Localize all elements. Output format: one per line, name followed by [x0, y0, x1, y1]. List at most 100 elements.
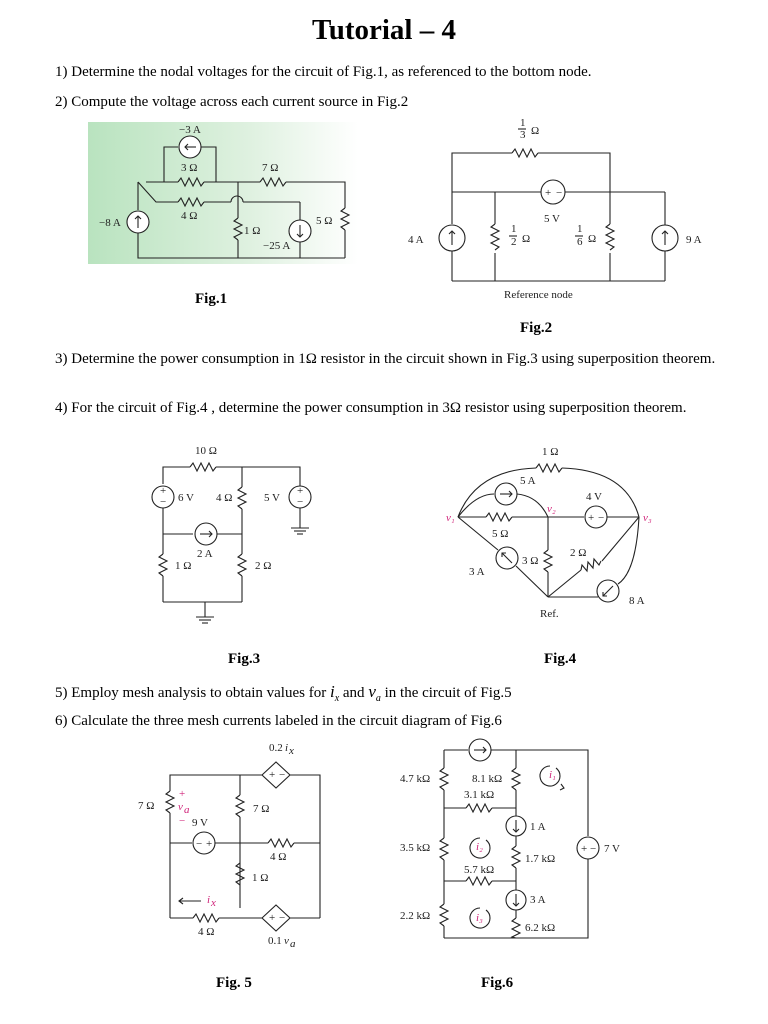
caption-fig-3: Fig.3	[228, 651, 261, 667]
label-5ohm: 5 Ω	[492, 528, 508, 540]
label-6-2kohm: 6.2 kΩ	[525, 922, 555, 934]
resistor-4ohm	[177, 196, 205, 208]
caption-fig-5: Fig. 5	[216, 975, 252, 991]
label-dep-bot-coef: 0.1	[268, 935, 282, 947]
figure-6-circuit: 4.7 kΩ 8.1 kΩ 3.1 kΩ 1 A i₁ 3.5 kΩ 1.7 k…	[396, 738, 636, 953]
label-dep-bot-sub: a	[290, 938, 296, 950]
resistor-5ohm	[339, 207, 351, 231]
figure-1-background	[88, 122, 358, 264]
svg-text:−: −	[297, 496, 303, 508]
svg-text:+: +	[588, 512, 594, 524]
question-1: 1) Determine the nodal voltages for the …	[55, 64, 592, 80]
label-dep-top-sub: x	[288, 745, 294, 757]
label-8-1kohm: 8.1 kΩ	[472, 773, 502, 785]
label-i2: i₂	[476, 841, 483, 853]
resistor-1ohm	[157, 553, 169, 577]
label-dep-bot-var: v	[284, 935, 289, 947]
figure-4-circuit: 1 Ω 5 A 5 Ω v₁ v₂ v₃ +− 4 V 3 A 3 Ω 2 Ω …	[436, 442, 661, 627]
figure-5-circuit: 0.2 i x +− 7 Ω + v a − 7 Ω −+ 9 V 4 Ω 1 …	[130, 738, 330, 953]
svg-text:+: +	[160, 485, 166, 497]
label-9A: 9 A	[686, 234, 702, 246]
label-7ohm-left: 7 Ω	[138, 800, 154, 812]
label-1-7kohm: 1.7 kΩ	[525, 853, 555, 865]
label-3-1kohm: 3.1 kΩ	[464, 789, 494, 801]
resistor-6-2kohm	[510, 917, 522, 939]
label-4V: 4 V	[586, 491, 602, 503]
svg-text:−: −	[590, 843, 596, 855]
label-va-sub: a	[184, 804, 190, 816]
label-va-plus: +	[179, 788, 185, 800]
resistor-7ohm	[259, 176, 287, 188]
label-reference-node: Reference node	[504, 289, 573, 301]
label-1ohm: 1 Ω	[252, 872, 268, 884]
label-1ohm: 1 Ω	[542, 446, 558, 458]
svg-text:+: +	[545, 187, 551, 199]
q5-var-va-sub: a	[375, 693, 381, 704]
resistor-half-ohm	[489, 223, 501, 251]
resistor-1-7kohm	[510, 845, 522, 869]
resistor-5ohm	[485, 511, 513, 523]
label-va: v	[178, 801, 183, 813]
svg-text:−: −	[279, 769, 285, 781]
resistor-4ohm	[236, 486, 248, 510]
label-va-minus: −	[179, 815, 185, 827]
q5-var-va: v	[368, 682, 376, 701]
label-3A: 3 A	[469, 566, 485, 578]
resistor-4ohm-bottom	[192, 912, 220, 924]
label-minus3A: −3 A	[179, 124, 201, 136]
svg-text:+: +	[297, 485, 303, 497]
figure-3-circuit: 10 Ω +− 6 V 4 Ω +− 5 V 2 A 1 Ω 2 Ω	[145, 442, 330, 637]
label-5V: 5 V	[544, 213, 560, 225]
question-3: 3) Determine the power consumption in 1Ω…	[55, 351, 716, 367]
question-2: 2) Compute the voltage across each curre…	[55, 94, 409, 110]
resistor-3ohm	[177, 176, 205, 188]
label-4ohm-right: 4 Ω	[270, 851, 286, 863]
q5-var-ix: i	[329, 682, 335, 701]
svg-text:+: +	[269, 912, 275, 924]
label-2ohm: 2 Ω	[255, 560, 271, 572]
label-r-sixth-num: 1	[577, 223, 583, 235]
dependent-voltage-source-bottom	[261, 904, 291, 932]
label-ref: Ref.	[540, 608, 559, 620]
resistor-sixth-ohm	[604, 223, 616, 251]
label-node-v1: v₁	[446, 512, 455, 524]
label-r-third-num: 1	[520, 117, 526, 129]
figure-1-circuit: −3 A 3 Ω 7 Ω 4 Ω −8 A 1 Ω −25 A 5 Ω	[88, 120, 358, 270]
label-r-third-den: 3	[520, 129, 526, 141]
label-7ohm-mid: 7 Ω	[253, 803, 269, 815]
label-6V: 6 V	[178, 492, 194, 504]
resistor-5-7kohm	[465, 875, 493, 887]
label-r-half-num: 1	[511, 223, 517, 235]
label-4-7kohm: 4.7 kΩ	[400, 773, 430, 785]
resistor-3-5kohm	[438, 837, 450, 861]
q5-text-mid: and	[339, 685, 369, 701]
label-3ohm: 3 Ω	[181, 162, 197, 174]
label-7ohm: 7 Ω	[262, 162, 278, 174]
label-2ohm: 2 Ω	[570, 547, 586, 559]
label-2-2kohm: 2.2 kΩ	[400, 910, 430, 922]
label-r-sixth-unit: Ω	[588, 233, 596, 245]
resistor-4ohm-right	[267, 837, 295, 849]
label-5A: 5 A	[520, 475, 536, 487]
label-node-v2: v₂	[547, 503, 556, 515]
question-5: 5) Employ mesh analysis to obtain values…	[55, 682, 749, 708]
voltage-source-5V	[540, 179, 566, 205]
label-i1: i₁	[549, 769, 556, 781]
svg-text:−: −	[556, 187, 562, 199]
resistor-third-ohm	[511, 147, 539, 159]
resistor-3-1kohm	[465, 802, 493, 814]
label-r-third-unit: Ω	[531, 125, 539, 137]
svg-text:−: −	[196, 838, 202, 850]
dependent-voltage-source-top	[261, 761, 291, 789]
resistor-2ohm	[580, 557, 602, 573]
resistor-1ohm	[535, 462, 563, 474]
label-r-sixth-den: 6	[577, 236, 583, 248]
question-4: 4) For the circuit of Fig.4 , determine …	[55, 400, 687, 416]
q5-text-post: in the circuit of Fig.5	[380, 685, 512, 701]
label-minus8A: −8 A	[99, 217, 121, 229]
label-1ohm: 1 Ω	[244, 225, 260, 237]
label-4ohm: 4 Ω	[216, 492, 232, 504]
label-dep-top-coef: 0.2	[269, 742, 283, 754]
label-dep-top-var: i	[285, 742, 288, 754]
resistor-1ohm	[234, 862, 246, 886]
